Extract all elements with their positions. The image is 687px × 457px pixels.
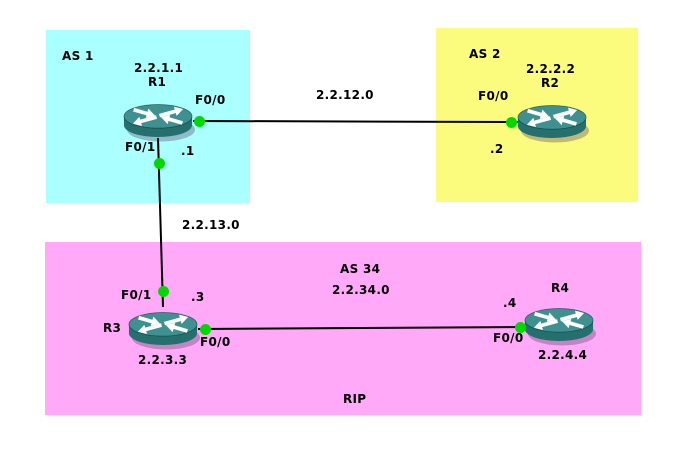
link-r1-r2-network-label: 2.2.12.0: [316, 88, 374, 102]
r2-ip-label: 2.2.2.2: [526, 62, 576, 76]
r3-ip-label: 2.2.3.3: [138, 353, 188, 367]
r2-f00-if-label: F0/0: [478, 89, 509, 103]
r1-f01-if-label: F0/1: [125, 140, 156, 154]
r3-f00-port-dot: [199, 323, 211, 335]
rip-protocol-label: RIP: [343, 392, 367, 406]
r3-name-label: R3: [103, 321, 122, 335]
router-r4-icon[interactable]: [522, 302, 596, 352]
r1-f01-port-dot: [153, 157, 165, 169]
router-arrows-icon: [137, 314, 189, 335]
r4-f00-port-dot: [514, 321, 526, 333]
router-arrows-icon: [526, 107, 578, 128]
r1-addr-label: .1: [181, 144, 195, 158]
r3-f01-if-label: F0/1: [121, 288, 152, 302]
as34-label: AS 34: [340, 262, 381, 276]
r1-f00-if-label: F0/0: [195, 93, 226, 107]
router-r2-icon[interactable]: [515, 99, 589, 149]
router-arrows-icon: [533, 310, 585, 331]
link-r3-r4-network-label: 2.2.34.0: [332, 283, 390, 297]
link-r1-r3-network-label: 2.2.13.0: [182, 218, 240, 232]
router-r1-icon[interactable]: [121, 98, 195, 148]
r4-name-label: R4: [551, 281, 570, 295]
r2-f00-port-dot: [505, 116, 517, 128]
as1-label: AS 1: [62, 49, 94, 63]
r1-ip-label: 2.2.1.1: [134, 61, 184, 75]
r1-name-label: R1: [148, 75, 167, 89]
router-r3-icon[interactable]: [126, 306, 200, 356]
r2-name-label: R2: [541, 76, 560, 90]
r4-f00-if-label: F0/0: [493, 331, 524, 345]
r3-f00-if-label: F0/0: [200, 335, 231, 349]
link-r3-r4: [197, 326, 531, 330]
r2-addr-label: .2: [490, 142, 504, 156]
r3-f01-port-dot: [157, 285, 169, 297]
link-r1-r2: [192, 120, 521, 123]
r4-ip-label: 2.2.4.4: [538, 348, 588, 362]
r4-addr-label: .4: [503, 296, 517, 310]
as2-label: AS 2: [469, 47, 501, 61]
r3-addr-label: .3: [191, 290, 205, 304]
r1-f00-port-dot: [193, 115, 205, 127]
router-arrows-icon: [132, 106, 184, 127]
